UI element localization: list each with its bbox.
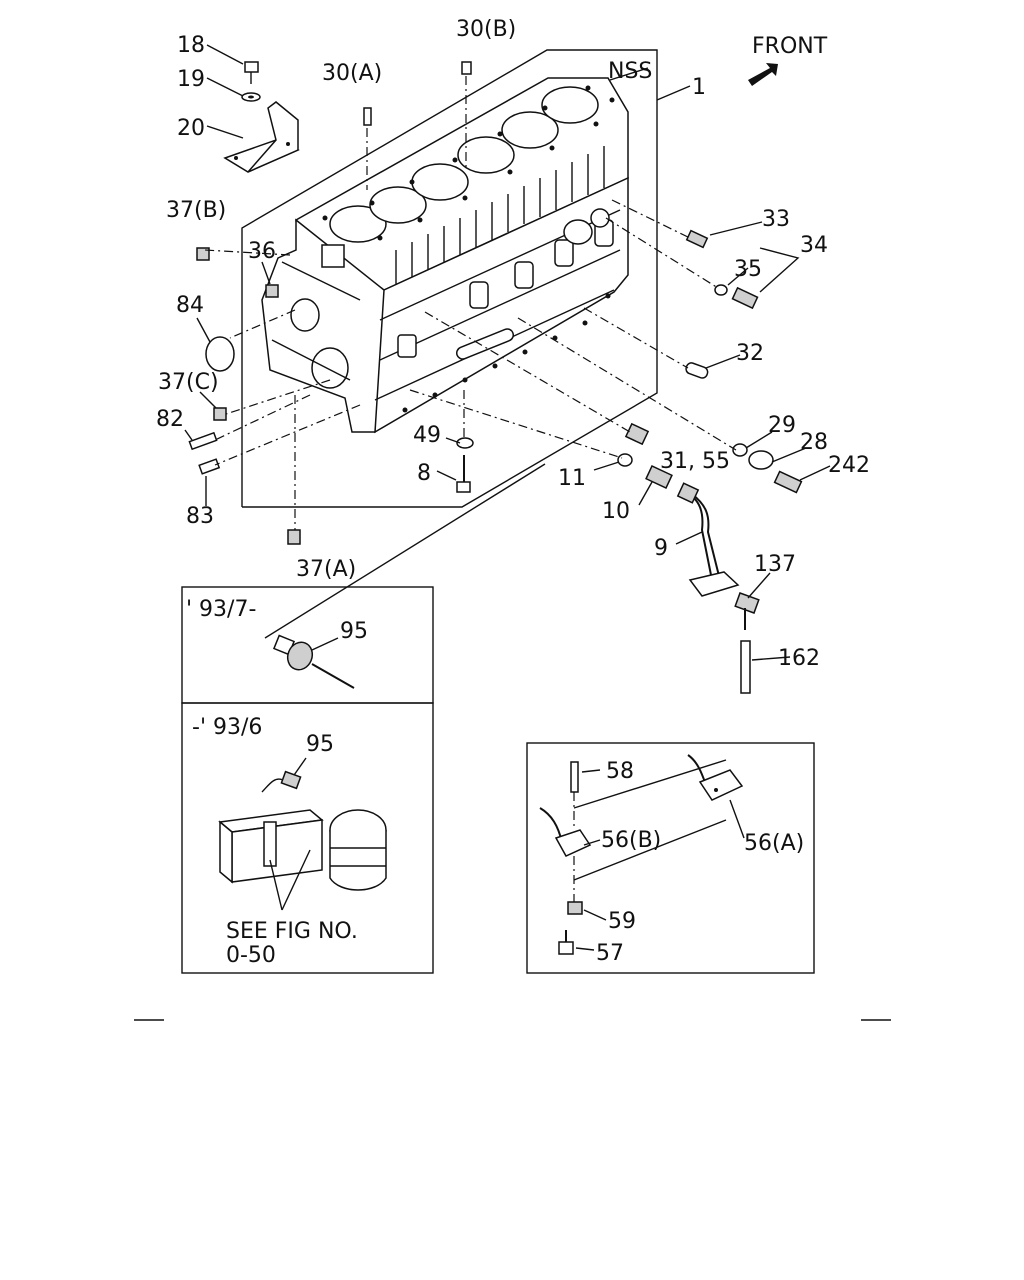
connector-10 (645, 465, 673, 489)
plug-37b (196, 247, 210, 261)
stud-82 (188, 431, 218, 451)
callout-32: 32 (736, 341, 764, 366)
inset-old-note-line1: SEE FIG NO. (226, 919, 358, 944)
callout-11: 11 (558, 466, 586, 491)
inset-bracket-56: 58 56(B) 56(A) 59 57 (526, 742, 815, 974)
washer-35 (714, 284, 728, 296)
plug-36 (265, 284, 279, 298)
stud-58 (570, 761, 579, 793)
callout-36: 36 (248, 239, 276, 264)
dowel-30a (363, 107, 372, 126)
bolt-242 (773, 470, 803, 494)
callout-9: 9 (654, 536, 668, 561)
front-label: FRONT (752, 34, 828, 59)
callout-84: 84 (176, 293, 204, 318)
callout-30a: 30(A) (322, 61, 382, 86)
bracket-56a (687, 754, 744, 801)
callout-137: 137 (754, 552, 796, 577)
callout-nss: NSS (608, 59, 652, 84)
callout-18: 18 (177, 33, 205, 58)
inset-old-period: -' 93/6 (192, 715, 262, 740)
callout-82: 82 (156, 407, 184, 432)
cover-28 (748, 450, 774, 470)
callout-19: 19 (177, 67, 205, 92)
o-ring-29 (732, 443, 748, 457)
callout-30b: 30(B) (456, 17, 516, 42)
callout-34: 34 (800, 233, 828, 258)
front-arrow-icon (748, 63, 778, 86)
callout-8: 8 (417, 461, 431, 486)
callout-37c: 37(C) (158, 370, 219, 395)
inset-callout-56b: 56(B) (601, 828, 661, 853)
callout-33: 33 (762, 207, 790, 232)
bolt-137 (734, 592, 760, 614)
block-side-ribs (395, 146, 605, 285)
cylinder-block (261, 77, 629, 434)
washer-49 (456, 437, 474, 449)
washer-11 (617, 453, 633, 467)
inset-old-note-line2: 0-50 (226, 943, 276, 968)
main-assembly-frame (241, 49, 691, 508)
inset-93-7: ' 93/7- 95 (181, 586, 434, 704)
oil-pipe-9 (676, 482, 740, 597)
callout-20: 20 (177, 116, 205, 141)
callout-242: 242 (828, 453, 870, 478)
inset-callout-59: 59 (608, 909, 636, 934)
bolt-18 (244, 61, 259, 84)
inset-new-callout-95: 95 (340, 619, 368, 644)
plug-31-55 (624, 422, 650, 446)
inset-callout-58: 58 (606, 759, 634, 784)
pin-83 (198, 458, 221, 475)
dowel-32 (685, 362, 709, 379)
fitting-33 (685, 229, 709, 249)
inset-93-6: -' 93/6 95 SEE FIG NO. 0-50 (181, 702, 434, 974)
bolt-8 (456, 455, 471, 493)
callout-37b: 37(B) (166, 198, 226, 223)
callout-29: 29 (768, 413, 796, 438)
callout-10: 10 (602, 499, 630, 524)
washer-19 (241, 92, 261, 102)
callout-83: 83 (186, 504, 214, 529)
callout-28: 28 (800, 430, 828, 455)
leader-lines (184, 44, 831, 661)
inset-old-callout-95: 95 (306, 732, 334, 757)
callout-31-55: 31, 55 (660, 449, 730, 474)
callout-35: 35 (734, 257, 762, 282)
callout-49: 49 (413, 423, 441, 448)
bottom-bolt-holes (402, 293, 611, 413)
oil-filter-bracket-icon (218, 809, 387, 891)
plug-84 (205, 336, 235, 372)
front-face-details (271, 244, 361, 389)
bracket-20 (223, 101, 300, 173)
callout-162: 162 (778, 646, 820, 671)
cylinder-bores (329, 86, 599, 243)
bolt-34 (731, 286, 759, 310)
pipe-162 (740, 640, 751, 694)
plug-37c (213, 407, 227, 421)
bracket-56b (539, 807, 592, 857)
center-lines (204, 199, 737, 530)
oil-pressure-sensor-icon (272, 634, 355, 689)
callout-37a: 37(A) (296, 557, 356, 582)
oil-pressure-switch-icon (261, 770, 302, 793)
dowel-30b (461, 61, 472, 75)
plug-37a (287, 529, 301, 545)
callout-1: 1 (692, 75, 706, 100)
block-bosses (397, 208, 614, 360)
nut-59 (567, 901, 583, 915)
inset-new-period: ' 93/7- (186, 597, 256, 622)
inset-callout-56a: 56(A) (744, 831, 804, 856)
bolt-57 (558, 930, 574, 955)
inset-callout-57: 57 (596, 941, 624, 966)
